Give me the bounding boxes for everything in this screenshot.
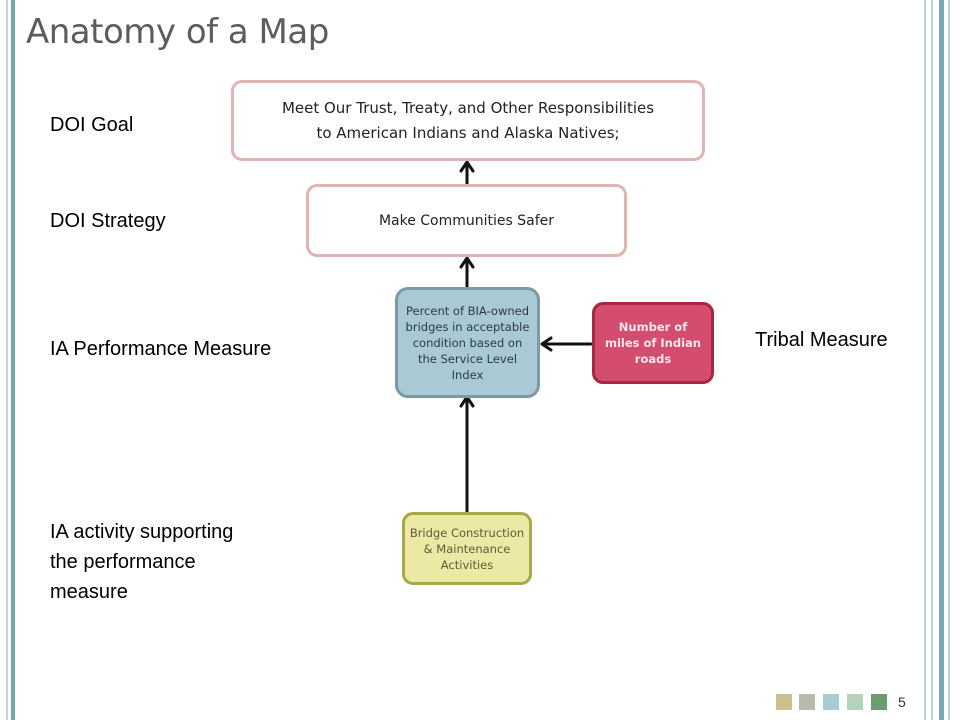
left-rail-outer [6,0,8,720]
footer-square-3 [823,694,839,710]
right-rail-outer [948,0,950,720]
arrowhead-tribal-to-measure [540,336,553,352]
label-ia-performance-measure: IA Performance Measure [50,338,272,360]
doi-goal-text-line1: Meet Our Trust, Treaty, and Other Respon… [281,98,655,117]
tribal-measure-text: Number of miles of Indian roads [604,320,701,366]
label-tribal-measure: Tribal Measure [755,329,888,351]
page-number: 5 [898,694,906,710]
doi-goal-box: Meet Our Trust, Treaty, and Other Respon… [231,80,705,161]
right-rail-thick [939,0,944,720]
arrowhead-strategy-to-goal [459,160,475,173]
doi-strategy-text: Make Communities Safer [378,212,555,229]
footer-square-2 [799,694,815,710]
slide-title: Anatomy of a Map [26,12,329,52]
right-rail-thin-2 [931,0,933,720]
left-rail-inner [11,0,15,720]
label-doi-strategy: DOI Strategy [50,210,166,232]
arrowhead-measure-to-strategy [459,256,475,269]
ia-activity-text: Bridge Construction & Maintenance Activi… [409,525,525,572]
label-ia-activity: IA activity supporting the performance m… [50,517,233,607]
footer-square-5 [871,694,887,710]
ia-measure-box: Percent of BIA-owned bridges in acceptab… [395,287,540,398]
footer-square-1 [776,694,792,710]
label-ia-activity-line1: IA activity supporting [50,521,234,543]
label-doi-goal: DOI Goal [50,114,134,136]
label-ia-activity-line2: the performance [50,551,196,573]
ia-measure-text: Percent of BIA-owned bridges in acceptab… [405,303,530,382]
ia-activity-box: Bridge Construction & Maintenance Activi… [402,512,532,585]
doi-goal-text-line2: to American Indians and Alaska Natives; [316,123,620,142]
doi-strategy-box: Make Communities Safer [306,184,627,257]
label-ia-activity-line3: measure [50,581,128,603]
tribal-measure-box: Number of miles of Indian roads [592,302,714,384]
right-rail-thin-1 [924,0,926,720]
footer-square-4 [847,694,863,710]
